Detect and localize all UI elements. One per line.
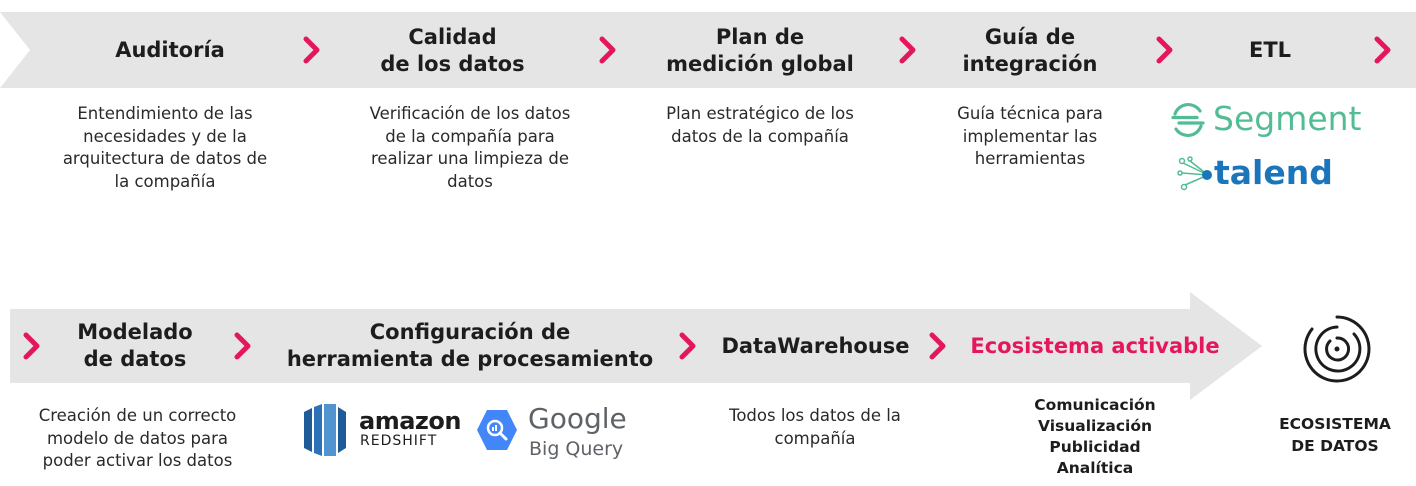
- step-title-datawarehouse: DataWarehouse: [721, 334, 910, 358]
- step-desc-guia: Guía técnica para implementar las herram…: [957, 104, 1103, 168]
- step-title-plan: Plan de medición global: [666, 25, 854, 76]
- step-title-ecosistema: Ecosistema activable: [970, 334, 1220, 358]
- step-title-calidad: Calidad de los datos: [380, 25, 525, 76]
- bigquery-icon: [477, 410, 517, 450]
- chevron-right-icon: [679, 332, 696, 360]
- segment-wordmark: Segment: [1213, 99, 1362, 138]
- step-desc-datawarehouse: Todos los datos de la compañía: [729, 406, 901, 448]
- step-title-etl: ETL: [1248, 38, 1292, 62]
- target-circle-icon: [1303, 315, 1371, 383]
- bigquery-wordmark: Big Query: [529, 438, 624, 460]
- redshift-top-text: amazon: [359, 407, 461, 435]
- step-desc-modelado: Creación de un correcto modelo de datos …: [38, 406, 237, 470]
- chevron-right-icon: [303, 36, 320, 64]
- step-desc-auditoria: Entendimiento de las necesidades y de la…: [62, 104, 268, 191]
- redshift-icon: [304, 404, 346, 456]
- step-title-auditoria: Auditoría: [115, 38, 225, 62]
- chevron-right-icon: [1374, 36, 1391, 64]
- redshift-bottom-text: REDSHIFT: [360, 433, 438, 449]
- step-desc-calidad: Verificación de los datos de la compañía…: [369, 104, 571, 191]
- step-title-guia: Guía de integración: [962, 25, 1098, 76]
- step-list-ecosistema: Comunicación Visualización Publicidad An…: [1034, 396, 1156, 477]
- segment-icon: [1171, 102, 1205, 138]
- step-desc-plan: Plan estratégico de los datos de la comp…: [666, 104, 854, 146]
- chevron-right-icon: [599, 36, 616, 64]
- chevron-right-icon: [234, 332, 251, 360]
- ecosistema-datos-label: ECOSISTEMA DE DATOS: [1279, 415, 1391, 455]
- process-band-row1: [0, 12, 1416, 88]
- step-title-configuracion: Configuración de herramienta de procesam…: [286, 320, 654, 371]
- talend-icon: [1177, 156, 1212, 191]
- talend-wordmark: talend: [1214, 153, 1333, 192]
- google-wordmark: Google: [528, 402, 627, 435]
- chevron-right-icon: [1156, 36, 1173, 64]
- chevron-right-icon: [899, 36, 916, 64]
- chevron-right-icon: [23, 332, 40, 360]
- step-title-modelado: Modelado de datos: [77, 320, 193, 371]
- chevron-right-icon: [929, 332, 946, 360]
